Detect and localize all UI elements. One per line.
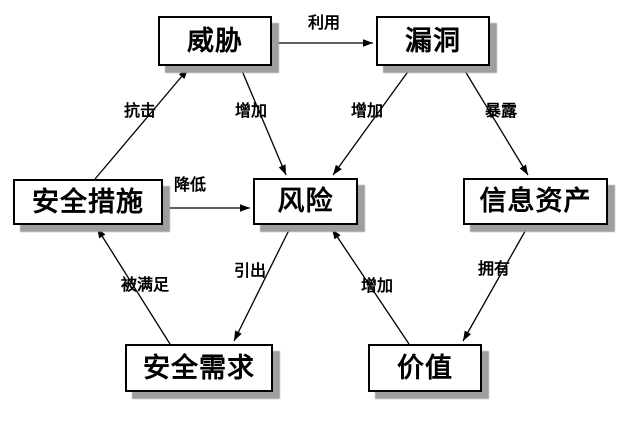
node-label-information-asset: 信息资产 [479, 186, 592, 216]
node-risk: 风险 [253, 178, 358, 225]
node-label-value: 价值 [397, 352, 453, 383]
edge-label-resist: 抗击 [123, 103, 157, 120]
edge-label-increase-from-vulnerability: 增加 [350, 103, 384, 120]
edge-increase-from-threat-arrow [239, 65, 287, 176]
edge-label-expose: 暴露 [484, 103, 518, 120]
node-vulnerability: 漏洞 [376, 16, 490, 66]
node-label-threat: 威胁 [187, 25, 243, 56]
node-label-risk: 风险 [277, 186, 334, 216]
edge-label-increase-from-threat: 增加 [234, 103, 268, 120]
edge-lead-to-arrow [233, 225, 292, 342]
edge-label-reduce: 降低 [173, 177, 207, 194]
node-label-vulnerability: 漏洞 [405, 25, 461, 56]
node-label-security-measure: 安全措施 [32, 186, 144, 217]
edge-label-lead-to: 引出 [233, 263, 267, 280]
edge-label-be-satisfied: 被满足 [120, 277, 170, 294]
node-information-asset: 信息资产 [463, 178, 608, 225]
edge-own-arrow [462, 225, 529, 342]
node-threat: 威胁 [158, 16, 272, 66]
edge-resist-arrow [94, 68, 189, 180]
edge-increase-from-vulnerability-arrow [332, 65, 413, 176]
node-label-security-requirement: 安全需求 [143, 352, 255, 383]
edge-expose-arrow [461, 65, 529, 176]
node-security-measure: 安全措施 [13, 179, 163, 225]
edge-label-exploit: 利用 [307, 15, 341, 32]
node-value: 价值 [368, 344, 482, 392]
edge-label-own: 拥有 [477, 261, 511, 278]
node-security-requirement: 安全需求 [125, 344, 273, 392]
edge-label-increase-from-value: 增加 [360, 278, 394, 295]
